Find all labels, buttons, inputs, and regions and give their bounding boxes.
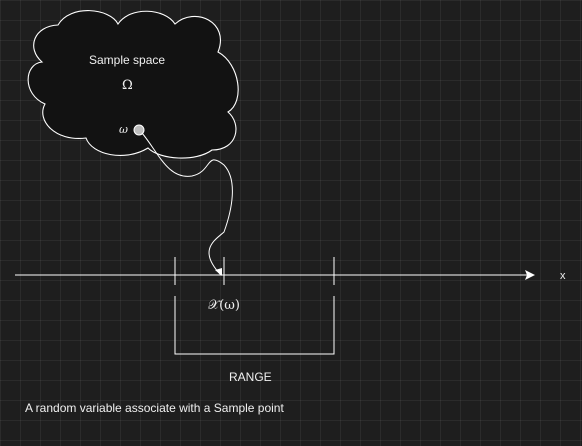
mapping-arrow-head: [215, 268, 222, 276]
diagram-caption: A random variable associate with a Sampl…: [25, 401, 284, 415]
mapping-arrow[interactable]: [141, 132, 233, 276]
range-bracket[interactable]: [174, 296, 335, 355]
sample-space-cloud[interactable]: [27, 10, 239, 159]
sample-point-label: ω: [119, 123, 128, 136]
sample-point[interactable]: [133, 124, 145, 136]
omega-set-symbol: Ω: [122, 78, 133, 93]
sample-space-title: Sample space: [89, 53, 166, 67]
random-variable-value-label: 𝒳(ω): [208, 298, 240, 313]
range-label: RANGE: [229, 370, 272, 384]
x-axis-label: x: [560, 270, 566, 282]
x-axis-arrowhead: [525, 270, 535, 280]
